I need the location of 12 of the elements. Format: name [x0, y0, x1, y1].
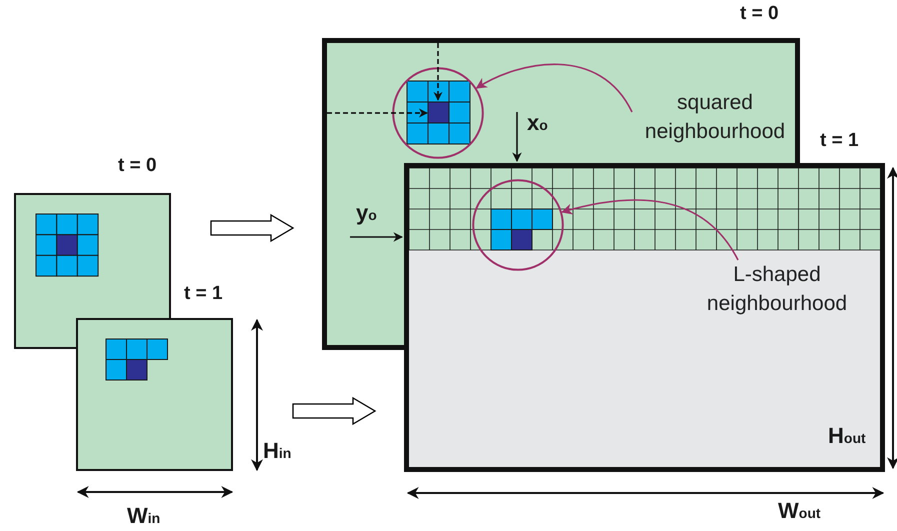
annotation-text: squared neighbourhood [630, 88, 800, 146]
offset-arrow [434, 43, 442, 101]
curved-arrow [561, 199, 739, 260]
annotation-text: L-shaped neighbourhood [685, 260, 869, 318]
curved-arrow [476, 64, 633, 112]
time-step-heading: t = 1 [184, 283, 223, 305]
time-step-heading: t = 0 [118, 155, 157, 177]
hollow-arrow [210, 214, 294, 242]
offset-arrow [327, 108, 428, 118]
time-step-heading: t = 0 [740, 3, 779, 25]
time-step-heading: t = 1 [820, 130, 859, 152]
hollow-arrow [292, 396, 376, 426]
